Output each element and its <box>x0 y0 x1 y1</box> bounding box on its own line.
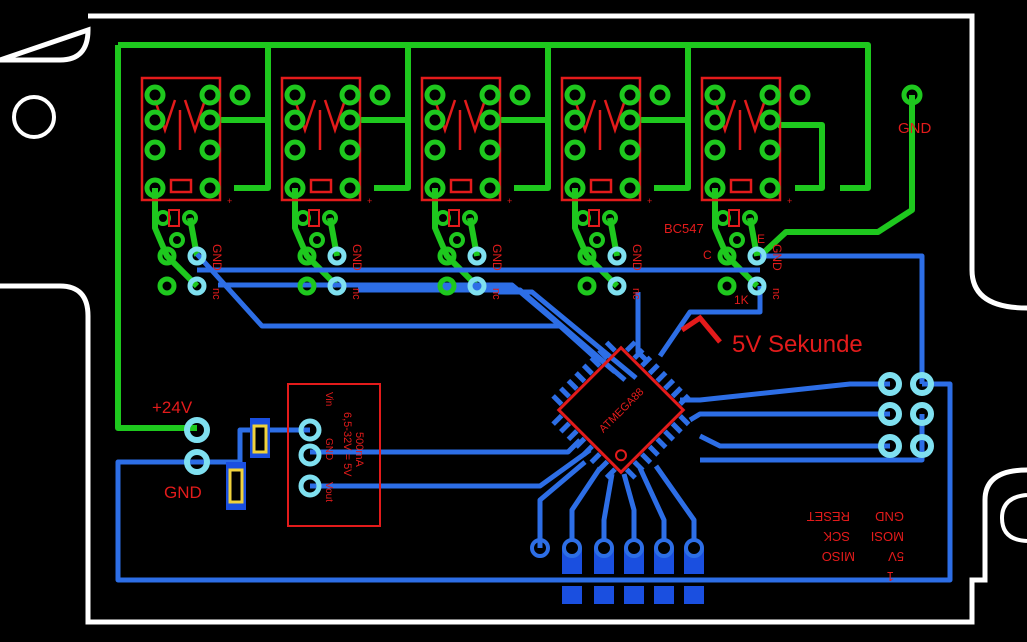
res-1k-label: 1K <box>734 293 749 307</box>
reg-vin-label: Vin <box>323 392 334 406</box>
reg-gnd-label: GND <box>323 438 334 460</box>
relay-gnd-label: GND <box>210 244 224 271</box>
relay-gnd-label: GND <box>770 244 784 271</box>
mounting-hole-left <box>12 95 56 139</box>
isp-5v-label: 5V <box>888 549 904 564</box>
smd-connector <box>562 538 704 604</box>
v24-label: +24V <box>152 398 193 417</box>
isp-reset-label: RESET <box>807 509 850 524</box>
relay-nc-label: nc <box>350 288 362 300</box>
gnd-input-label: GND <box>164 483 202 502</box>
relay-array: + GND nc + GND nc + GND nc + GND nc + GND nc <box>140 76 811 300</box>
relay-4: + GND nc <box>560 76 671 300</box>
relay-plus-label: + <box>787 196 792 206</box>
isp-miso-label: MISO <box>822 549 855 564</box>
reg-rating-label: 500mA <box>353 432 365 468</box>
isp-sck-label: SCK <box>823 529 850 544</box>
isp-pin1-label: 1 <box>887 569 894 584</box>
relay-gnd-label: GND <box>350 244 364 271</box>
pin-e-label: E <box>757 232 765 246</box>
gnd-top-right-label: GND <box>898 120 932 137</box>
isp-header <box>878 372 934 458</box>
relay-plus-label: + <box>647 196 652 206</box>
relay-3: + GND nc <box>420 76 531 300</box>
gnd-pad <box>901 84 923 106</box>
relay-nc-label: nc <box>770 288 782 300</box>
sekunde-label: 5V Sekunde <box>732 331 863 358</box>
relay-1: + GND nc <box>140 76 251 300</box>
isp-labels: GND RESET MOSI SCK 5V MISO 1 <box>807 509 904 584</box>
board-outline <box>0 13 1027 625</box>
relay-plus-label: + <box>227 196 232 206</box>
smd-resistors <box>226 418 270 510</box>
relay-plus-label: + <box>507 196 512 206</box>
relay-5: + GND nc <box>700 76 811 300</box>
sekunde-arrow <box>680 314 722 344</box>
relay-nc-label: nc <box>210 288 222 300</box>
mounting-hole-right <box>999 493 1027 543</box>
relay-nc-label: nc <box>630 288 642 300</box>
voltage-regulator: Vin GND Vout 500mA 6,5-32V = 5V <box>287 383 381 527</box>
relay-gnd-label: GND <box>630 244 644 271</box>
top-traces <box>115 42 915 431</box>
isp-gnd-label: GND <box>875 509 904 524</box>
relay-plus-label: + <box>367 196 372 206</box>
connector-pad-1 <box>530 538 550 558</box>
reg-vout-label: Vout <box>323 482 334 502</box>
relay-2: + GND nc <box>280 76 391 300</box>
isp-mosi-label: MOSI <box>871 529 904 544</box>
relay-gnd-label: GND <box>490 244 504 271</box>
power-input-pads <box>184 417 210 475</box>
reg-range-label: 6,5-32V = 5V <box>341 412 353 477</box>
relay-nc-label: nc <box>490 288 502 300</box>
pin-c-label: C <box>703 248 712 262</box>
bc547-label: BC547 <box>664 221 704 236</box>
